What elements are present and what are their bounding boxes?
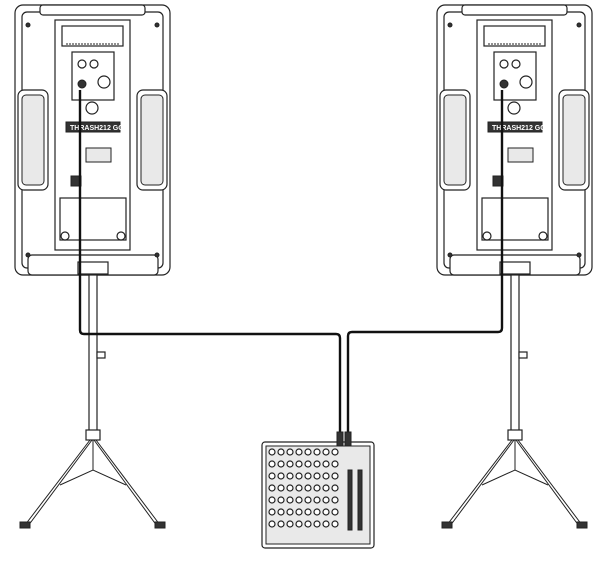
left-speaker-cable <box>78 90 342 440</box>
right-speaker <box>436 4 593 276</box>
mixer-knob <box>313 496 321 504</box>
mixer-knob <box>268 520 276 528</box>
mixer-knob <box>268 496 276 504</box>
mixer-knob <box>322 508 330 516</box>
mixer-knob <box>304 484 312 492</box>
mixer-knob <box>313 460 321 468</box>
mixer-knob <box>295 484 303 492</box>
mixer-knob <box>268 472 276 480</box>
mixer-knob <box>286 508 294 516</box>
mixer-knob <box>331 448 339 456</box>
mixer-knob <box>277 496 285 504</box>
mixer-knob <box>313 448 321 456</box>
mixer-knob <box>295 520 303 528</box>
mixer-knob <box>322 520 330 528</box>
mixer-knob <box>286 460 294 468</box>
mixer <box>261 431 375 549</box>
mixer-knob <box>304 460 312 468</box>
mixer-knob <box>295 496 303 504</box>
mixer-knob <box>313 508 321 516</box>
mixer-knob <box>286 496 294 504</box>
mixer-knob <box>322 472 330 480</box>
mixer-knob <box>322 448 330 456</box>
mixer-knob <box>286 472 294 480</box>
mixer-knob <box>277 448 285 456</box>
mixer-knob <box>277 460 285 468</box>
mixer-knob <box>331 508 339 516</box>
mixer-knob <box>304 448 312 456</box>
mixer-fader <box>347 469 353 531</box>
mixer-knob <box>277 520 285 528</box>
mixer-knob <box>295 508 303 516</box>
mixer-knob <box>277 484 285 492</box>
left-speaker-logo: THRASH212 GO <box>70 125 124 132</box>
mixer-knob <box>331 460 339 468</box>
mixer-knob <box>304 472 312 480</box>
mixer-knob <box>304 508 312 516</box>
mixer-knob <box>268 508 276 516</box>
mixer-knob <box>295 472 303 480</box>
mixer-knob <box>286 520 294 528</box>
left-speaker <box>14 4 171 276</box>
mixer-knob <box>313 472 321 480</box>
right-speaker-cable <box>346 90 504 440</box>
right-speaker-logo: THRASH212 GO <box>492 125 546 132</box>
mixer-knob <box>295 448 303 456</box>
right-stand <box>441 274 588 529</box>
mixer-channel-knobs <box>268 448 363 531</box>
mixer-knob <box>268 484 276 492</box>
left-stand <box>19 274 166 529</box>
mixer-knob <box>313 520 321 528</box>
mixer-knob <box>331 472 339 480</box>
mixer-fader <box>357 469 363 531</box>
mixer-knob <box>277 508 285 516</box>
mixer-knob <box>331 484 339 492</box>
mixer-knob <box>322 460 330 468</box>
mixer-knob <box>304 520 312 528</box>
mixer-knob <box>268 448 276 456</box>
mixer-knob <box>277 472 285 480</box>
mixer-knob <box>286 448 294 456</box>
mixer-knob <box>331 496 339 504</box>
mixer-knob <box>304 496 312 504</box>
mixer-knob <box>322 496 330 504</box>
mixer-knob <box>322 484 330 492</box>
mixer-knob <box>295 460 303 468</box>
mixer-knob <box>313 484 321 492</box>
mixer-knob <box>286 484 294 492</box>
mixer-knob <box>331 520 339 528</box>
mixer-knob <box>268 460 276 468</box>
